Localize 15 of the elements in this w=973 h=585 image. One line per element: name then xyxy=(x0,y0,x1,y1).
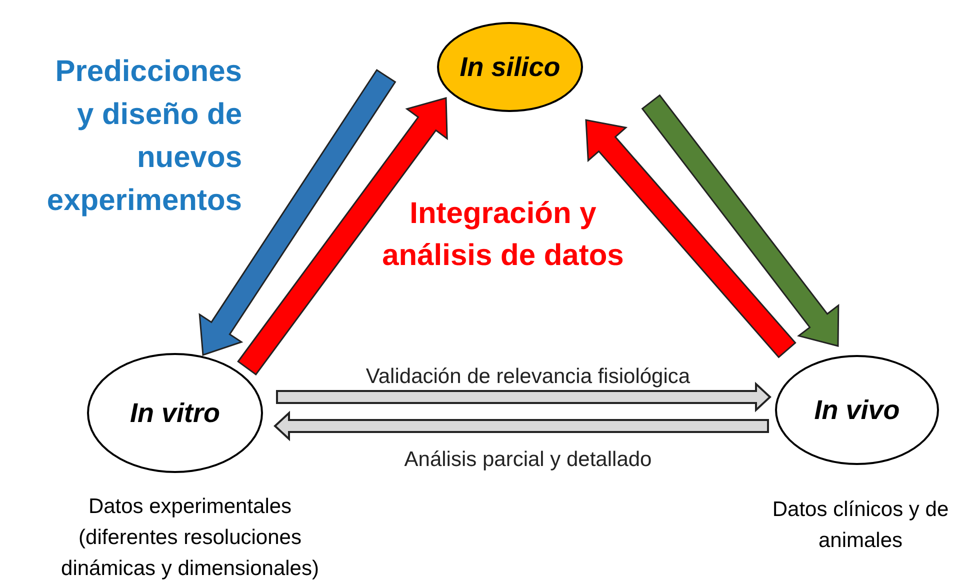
edge-label: Análisis parcial y detallado xyxy=(402,448,654,472)
node-label: In silico xyxy=(460,52,560,82)
edge-label: Validación de relevancia fisiológica xyxy=(364,365,692,389)
annotation-text: Predicciones y diseño de nuevos experimentos xyxy=(46,54,242,219)
annotation-text: Integración y análisis de datos xyxy=(381,196,625,274)
block-arrow xyxy=(276,382,772,412)
block-arrow xyxy=(641,94,840,347)
node-label: In vitro xyxy=(130,398,220,428)
block-arrow xyxy=(274,410,769,442)
caption-text: Datos clínicos y de animales xyxy=(771,497,950,554)
block-arrow xyxy=(585,119,796,358)
block-arrow xyxy=(237,97,448,376)
block-arrow xyxy=(198,68,396,356)
caption-text: Datos experimentales (diferentes resoluciones dinámicas y dimensionales) xyxy=(60,494,320,582)
node-label: In vivo xyxy=(814,394,900,426)
